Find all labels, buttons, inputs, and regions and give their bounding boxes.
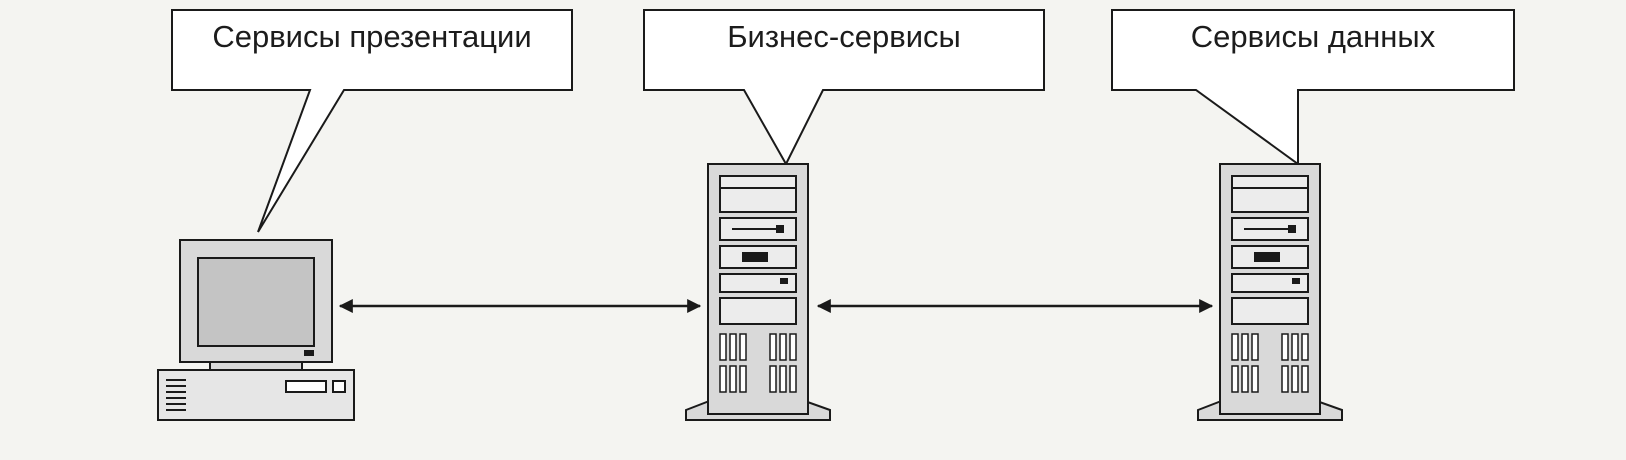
callout-label-business: Бизнес-сервисы	[727, 19, 961, 54]
callout-label-data: Сервисы данных	[1191, 19, 1436, 54]
callout-data: Сервисы данных	[1111, 9, 1515, 166]
tower-server-icon	[685, 163, 831, 421]
callout-business: Бизнес-сервисы	[643, 9, 1045, 167]
desktop-computer-icon	[157, 239, 355, 421]
callout-label-presentation: Сервисы презентации	[212, 19, 531, 54]
callout-presentation: Сервисы презентации	[171, 9, 573, 233]
tower-server-icon	[1197, 163, 1343, 421]
